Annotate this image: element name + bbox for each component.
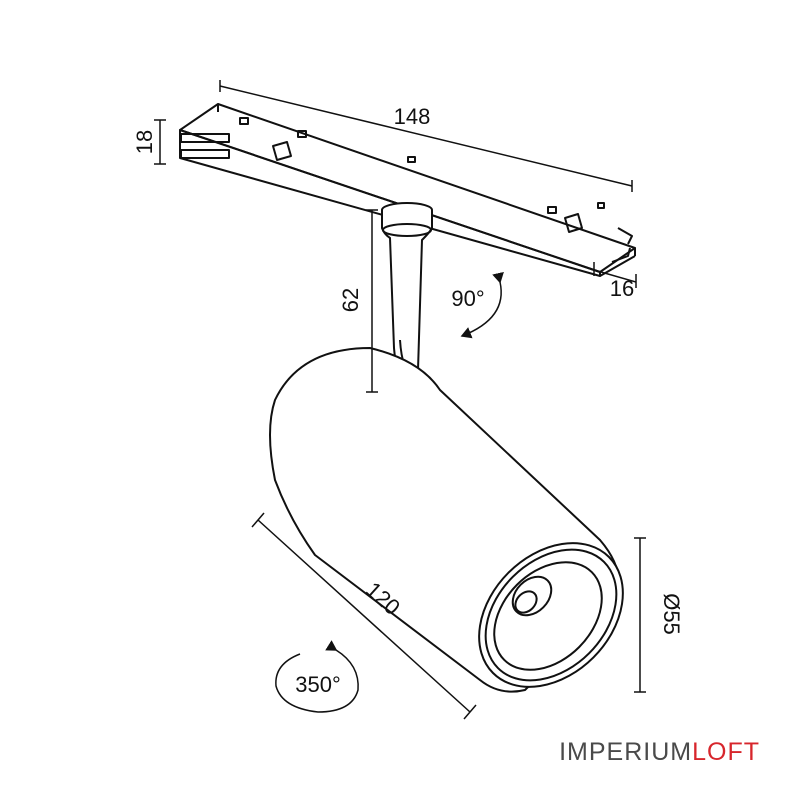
label-tilt: 90° — [451, 286, 484, 311]
label-18: 18 — [132, 130, 157, 154]
rail-contact-5 — [597, 202, 605, 209]
led-inner — [514, 590, 538, 614]
rail-contact-4 — [547, 206, 557, 214]
label-diameter: Ø55 — [659, 593, 684, 635]
label-148: 148 — [394, 104, 431, 129]
brand-part1: IMPERIUM — [559, 738, 692, 766]
rail-contact-3 — [407, 156, 416, 163]
rail-latch-right — [564, 213, 583, 233]
rail-contact-2 — [297, 130, 307, 138]
tilt-arrow — [460, 271, 504, 339]
rail-slot-upper — [180, 133, 230, 143]
pan-arrow — [275, 640, 359, 713]
lens-reflector — [493, 561, 603, 671]
label-16: 16 — [610, 276, 634, 301]
rail-slot-lower — [180, 149, 230, 159]
rail-latch-left — [272, 141, 292, 161]
rail-contact-1 — [239, 117, 249, 125]
dim-line-148 — [219, 85, 633, 187]
dimension-lines — [154, 80, 646, 720]
label-pan: 350° — [295, 672, 341, 697]
label-62: 62 — [338, 288, 363, 312]
cylinder-body — [269, 347, 624, 693]
brand-part2: LOFT — [692, 738, 760, 766]
dim-line-120 — [257, 519, 471, 713]
brand-logo: IMPERIUMLOFT — [559, 738, 760, 766]
dim-line-16 — [593, 269, 637, 283]
